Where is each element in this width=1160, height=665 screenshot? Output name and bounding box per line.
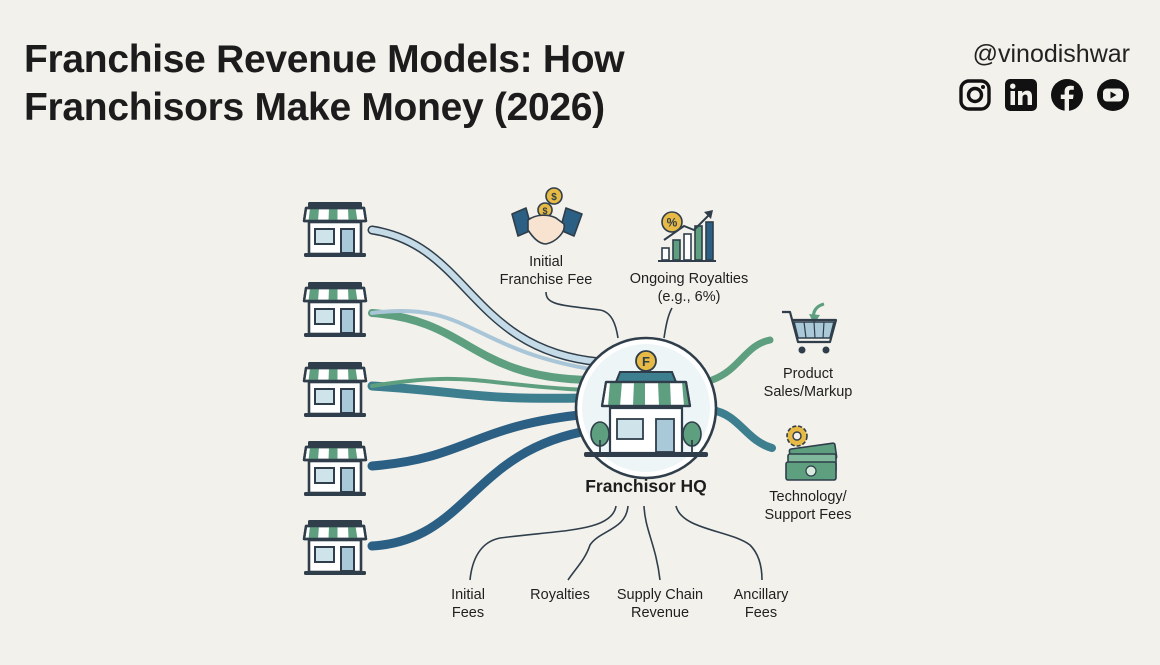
right-flow-lines — [708, 336, 776, 452]
hq-coin-letter: F — [642, 354, 650, 369]
franchise-units — [302, 200, 368, 577]
label-bottom-supply-chain-revenue: Supply Chain Revenue — [616, 587, 704, 621]
storefront-icon — [302, 200, 368, 259]
linkedin-icon[interactable] — [1004, 78, 1038, 112]
label-technology-support-fees: Technology/ Support Fees — [764, 489, 852, 523]
flow-line-5 — [367, 425, 597, 551]
youtube-icon[interactable] — [1096, 78, 1130, 112]
hq-label: Franchisor HQ — [585, 476, 707, 496]
social-links — [958, 78, 1130, 112]
flow-line-3 — [367, 381, 589, 403]
author-handle: @vinodishwar — [972, 40, 1130, 68]
flow-line-1 — [367, 225, 605, 367]
handshake-coins-icon: $ $ — [511, 187, 583, 245]
label-bottom-ancillary-fees: Ancillary Fees — [733, 587, 789, 621]
instagram-icon[interactable] — [958, 78, 992, 112]
gear-money-icon — [785, 425, 838, 481]
storefront-icon — [302, 439, 368, 498]
svg-text:$: $ — [551, 192, 557, 203]
flow-line-product — [708, 336, 774, 384]
connector-bottom-ancillary — [675, 505, 763, 581]
connector-royalties — [663, 307, 673, 339]
shopping-cart-icon — [782, 302, 838, 354]
svg-text:$: $ — [542, 206, 547, 216]
storefront-icon — [302, 360, 368, 419]
flow-line-2 — [368, 309, 594, 384]
svg-text:%: % — [667, 216, 678, 230]
facebook-icon[interactable] — [1050, 78, 1084, 112]
growth-chart-percent-icon: % — [658, 210, 716, 262]
connector-bottom-initial — [469, 505, 617, 581]
label-initial-franchise-fee: Initial Franchise Fee — [499, 254, 593, 288]
flow-line-4 — [367, 409, 593, 471]
label-product-sales-markup: Product Sales/Markup — [763, 366, 853, 400]
title-line-2: Franchisors Make Money (2026) — [24, 86, 605, 129]
storefront-icon — [302, 518, 368, 577]
label-bottom-initial-fees: Initial Fees — [451, 587, 485, 621]
label-bottom-royalties: Royalties — [530, 587, 590, 603]
label-ongoing-royalties: Ongoing Royalties (e.g., 6%) — [629, 271, 749, 305]
connector-initial-fee — [545, 291, 619, 339]
franchise-flow-lines — [367, 225, 605, 551]
flow-line-technology — [708, 406, 776, 452]
page-title: Franchise Revenue Models: How Franchisor… — [24, 36, 784, 132]
franchisor-hq-hub: F — [574, 336, 718, 480]
connector-bottom-supply — [643, 505, 661, 581]
storefront-icon — [302, 280, 368, 339]
title-line-1: Franchise Revenue Models: How — [24, 38, 625, 81]
connector-bottom-royalties — [567, 505, 629, 581]
hq-coin-badge — [635, 350, 657, 372]
